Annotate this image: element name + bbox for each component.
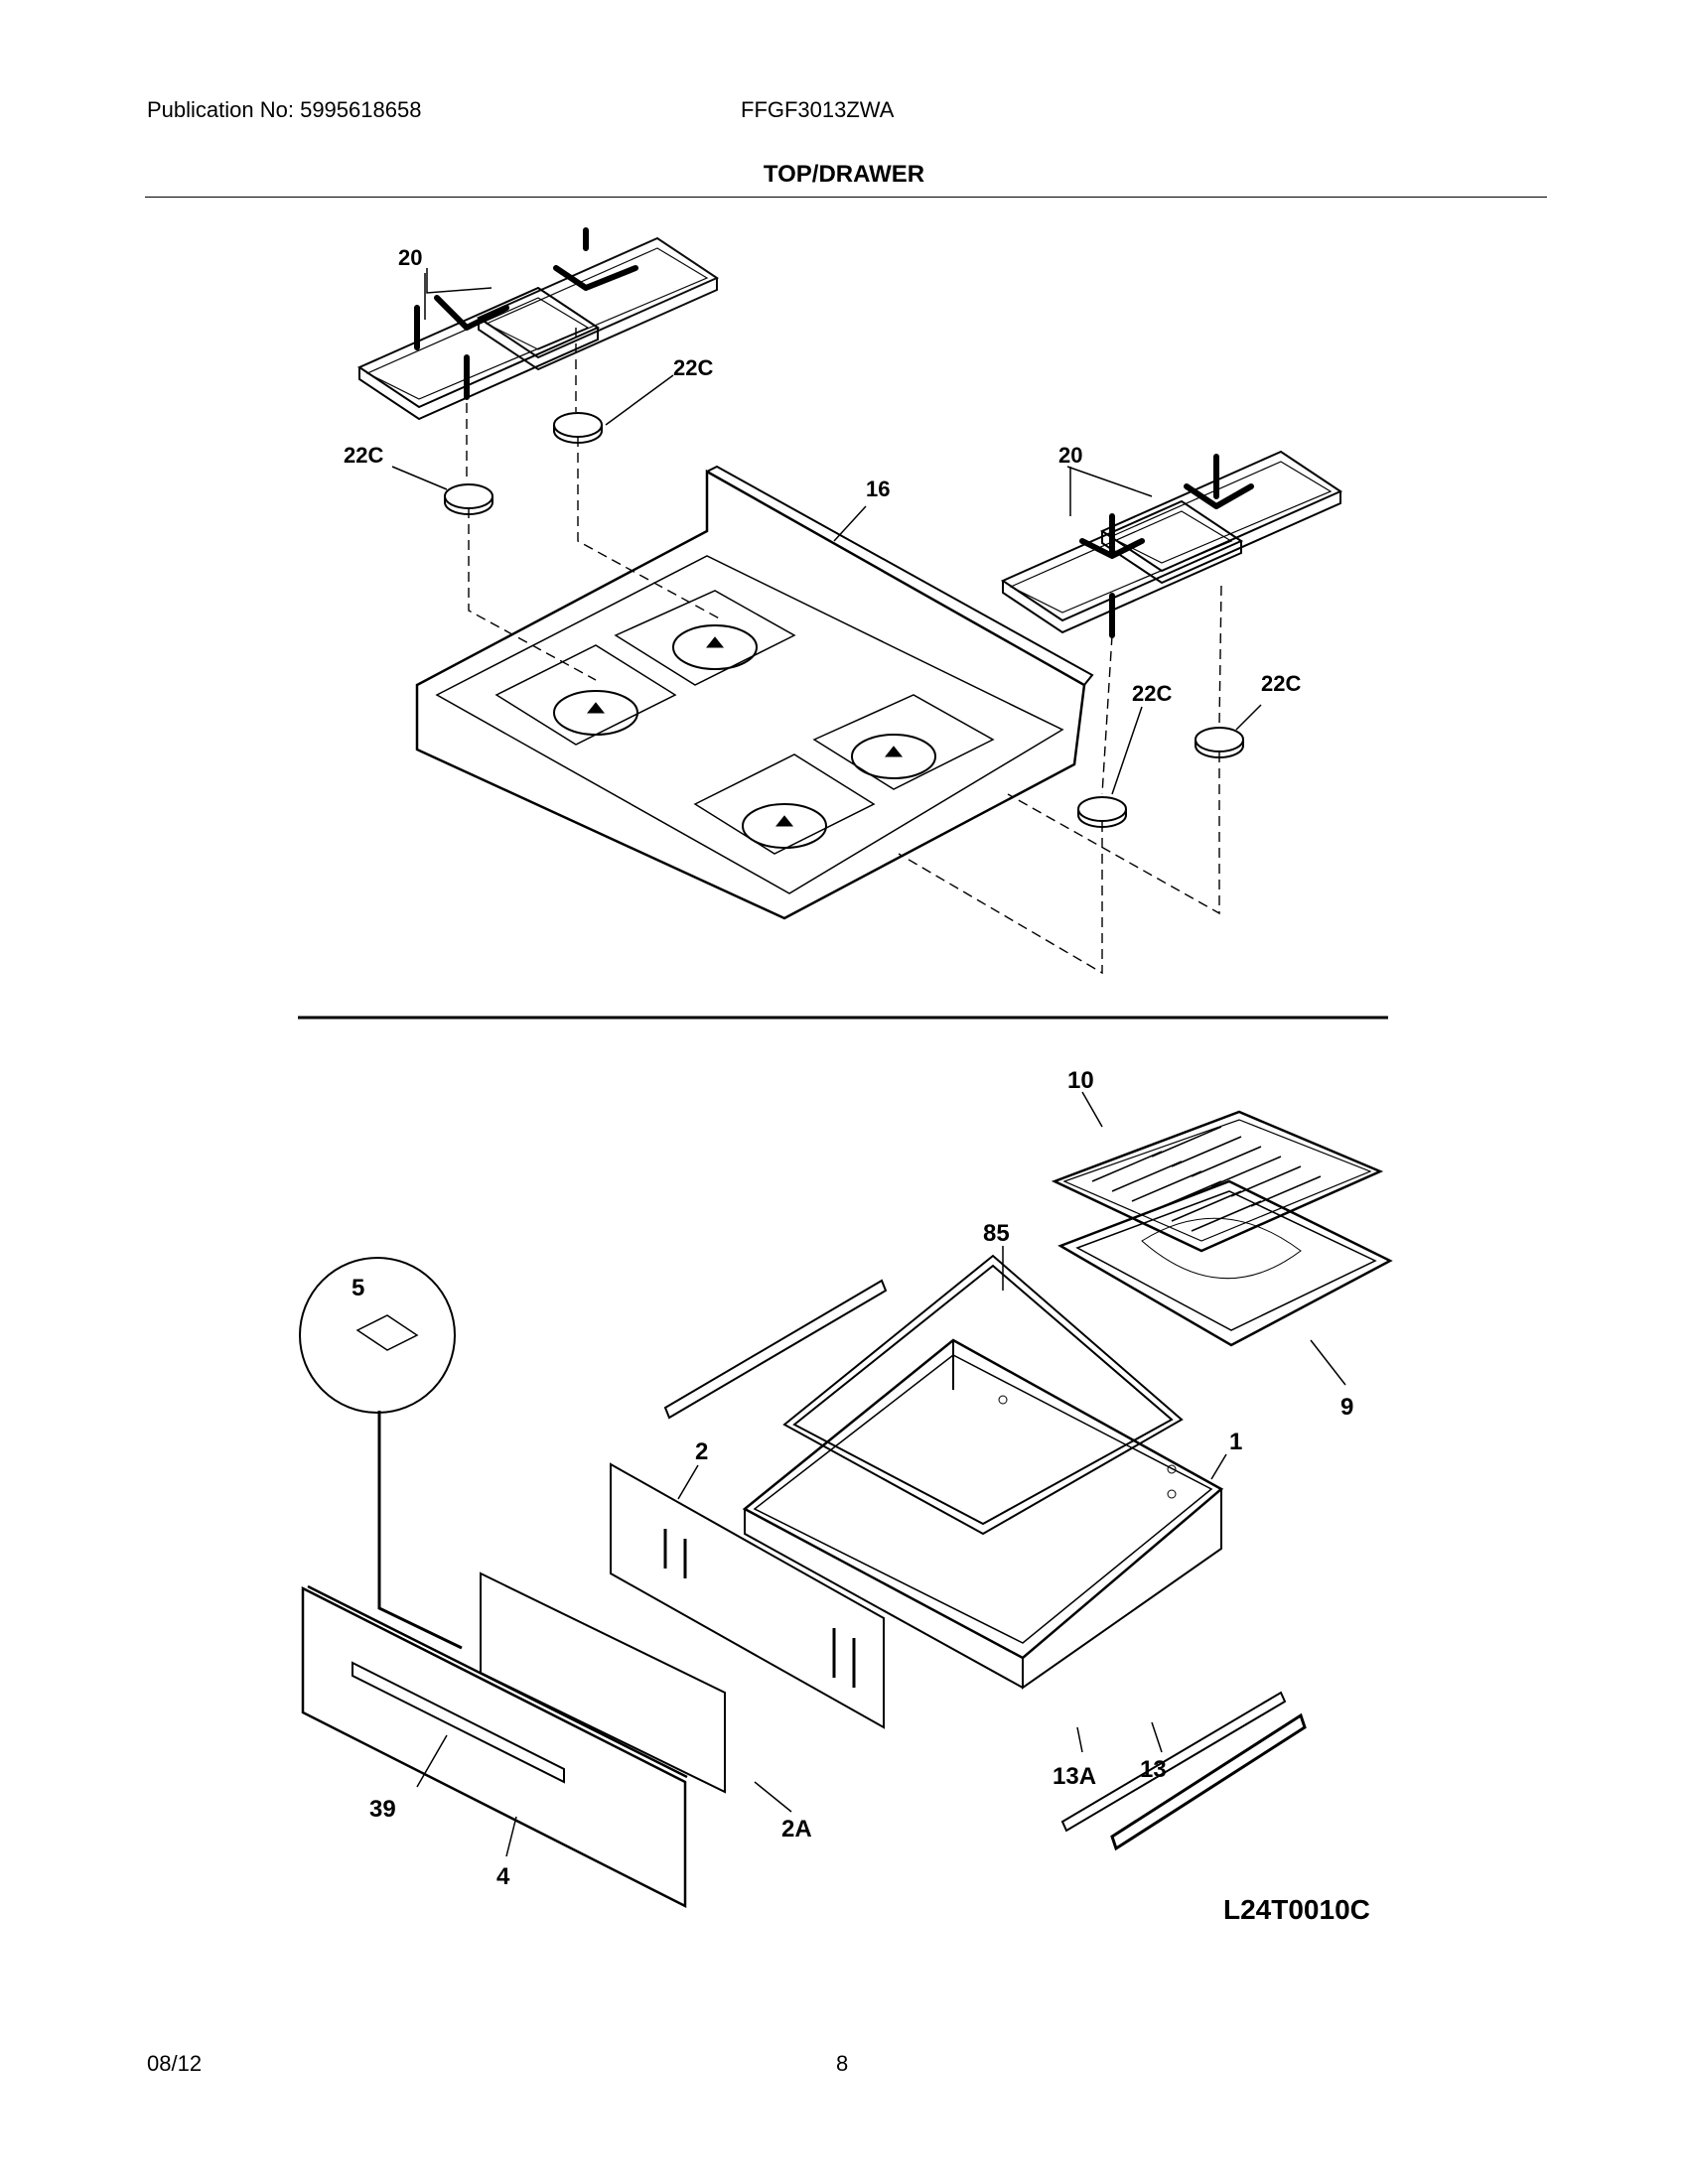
- callout-cap-b: 22C: [344, 443, 383, 468]
- section-title: TOP/DRAWER: [763, 161, 925, 188]
- drawer-back: [610, 1462, 885, 1729]
- callout-cooktop: 16: [866, 477, 890, 501]
- callout-labels-drawer: 10 85 5 9 1 2 2A 39 4 13A 13: [352, 1067, 1353, 1890]
- callout-handle: 39: [369, 1796, 396, 1823]
- callout-slide-left: 13A: [1053, 1763, 1096, 1790]
- callout-drawer-back: 2: [695, 1438, 708, 1465]
- drawer-slides: [1060, 1691, 1307, 1851]
- callout-drawer-front: 4: [496, 1863, 510, 1890]
- header-rule: [145, 197, 1547, 198]
- drawer-handle: [352, 1661, 565, 1784]
- page-number: 8: [836, 2051, 849, 2076]
- drawer-liner: [480, 1571, 726, 1794]
- revision-date: 08/12: [147, 2051, 203, 2076]
- callout-broiler-pan: 9: [1340, 1394, 1353, 1421]
- callout-cap-a: 22C: [673, 355, 713, 380]
- publication-number: Publication No: 5995618658: [147, 97, 422, 122]
- callout-grate-right: 20: [1058, 443, 1082, 468]
- broiler-pan: [1057, 1179, 1393, 1347]
- grate-left: [358, 227, 718, 420]
- callout-bumper-detail: 5: [352, 1275, 364, 1301]
- callout-lines-drawer: [416, 1091, 1346, 1857]
- figure-code: L24T0010C: [1223, 1894, 1370, 1925]
- drawer-front: [301, 1584, 688, 1909]
- grate-right: [1002, 451, 1341, 638]
- callout-slide-right: 13: [1140, 1756, 1167, 1783]
- cooktop: [415, 465, 1094, 920]
- callout-cap-d: 22C: [1261, 671, 1301, 696]
- slide-rail-upper: [663, 1279, 888, 1420]
- bumper-detail: [299, 1257, 463, 1650]
- callout-broiler-grid: 10: [1067, 1067, 1094, 1094]
- glide-rack: [782, 1254, 1184, 1536]
- callout-grate-left: 20: [398, 245, 422, 270]
- model-number: FFGF3013ZWA: [741, 97, 895, 122]
- leader-dashes-top: [466, 328, 1222, 975]
- callout-cap-c: 22C: [1132, 681, 1172, 706]
- drawer-body: [742, 1338, 1224, 1690]
- callout-labels-top: 20 22C 22C 16 20 22C 22C: [344, 245, 1301, 706]
- callout-glide-rack: 85: [983, 1220, 1010, 1247]
- broiler-grid: [1051, 1110, 1384, 1253]
- callout-lines-top: [391, 268, 1262, 795]
- callout-drawer-liner: 2A: [781, 1816, 812, 1843]
- callout-drawer-body: 1: [1229, 1429, 1242, 1455]
